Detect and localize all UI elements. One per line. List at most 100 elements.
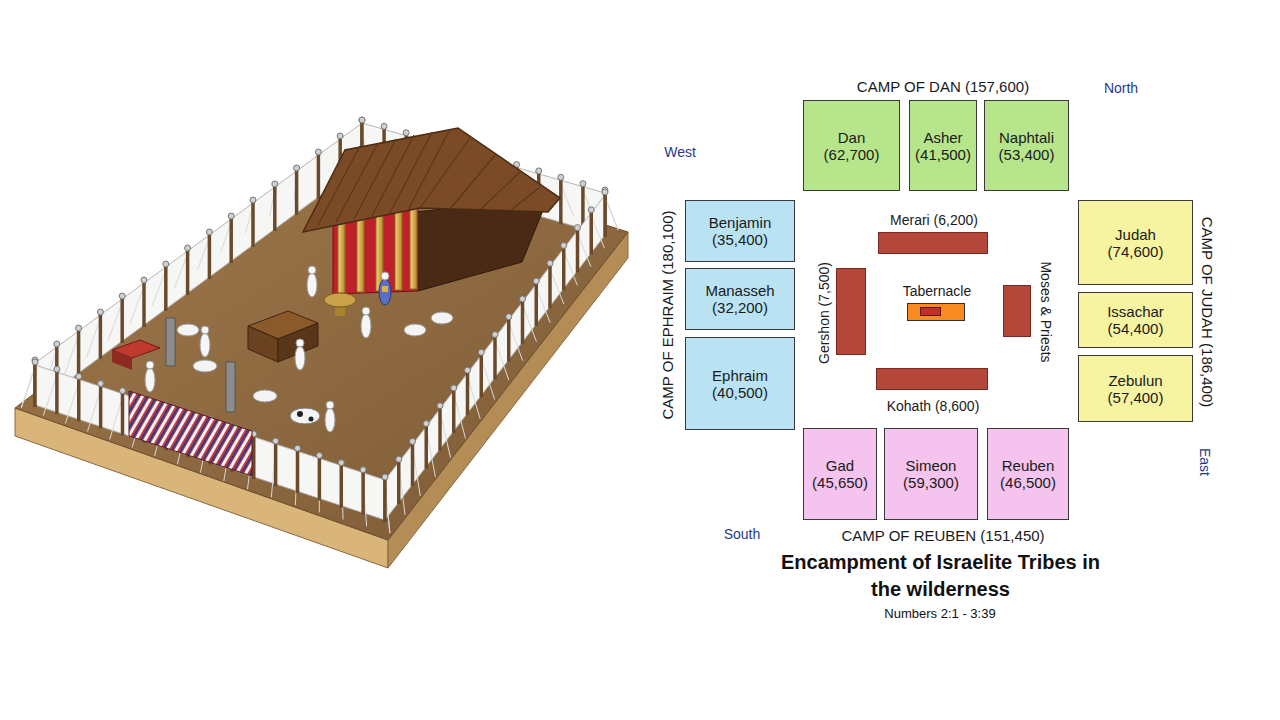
tribe-box: Gad(45,650) (803, 428, 877, 520)
post-cap (403, 130, 409, 136)
tribe-name: Reuben (1002, 457, 1055, 474)
camp-heading: CAMP OF REUBEN (151,450) (841, 527, 1044, 544)
fence-rope (536, 287, 550, 323)
post-cap (580, 181, 586, 187)
fence-curtain (35, 365, 385, 520)
tribe-name: Asher (923, 129, 962, 146)
label-holder: CAMP OF DAN (157,600) (857, 78, 1029, 96)
ox-spot (309, 417, 314, 422)
post-cap (492, 332, 498, 338)
fence-post (562, 246, 566, 290)
sheep (253, 390, 277, 402)
fence-post (296, 449, 300, 493)
post-cap (98, 381, 104, 387)
priest-head (326, 401, 334, 409)
tribe-box: Manasseh(32,200) (685, 268, 795, 330)
post-cap (520, 296, 526, 302)
post-cap (54, 366, 60, 372)
label-holder: CAMP OF EPHRAIM (180,100) (659, 211, 677, 420)
post-cap (396, 456, 402, 462)
priest-head (296, 339, 304, 347)
tribe-name: Benjamin (709, 214, 772, 231)
diagram-title: Encampment of Israelite Tribes in the wi… (778, 549, 1103, 603)
post-cap (410, 438, 416, 444)
scripture-reference: Numbers 2:1 - 3:39 (740, 606, 1140, 622)
roof-texture (318, 129, 540, 225)
fence-post (318, 456, 322, 500)
fence-post (466, 371, 470, 415)
label-holder: North (1104, 79, 1138, 97)
tribe-count: (45,650) (812, 474, 868, 491)
post-cap (558, 174, 564, 180)
post-cap (97, 309, 103, 315)
tribe-box: Issachar(54,400) (1078, 292, 1193, 348)
camp-label: Moses & Priests (1038, 261, 1054, 362)
fence-rope (65, 382, 78, 423)
altar-left-side (248, 326, 278, 362)
fence-post (121, 392, 125, 436)
fence-post (317, 153, 321, 199)
tribe-box: Benjamin(35,400) (685, 200, 795, 262)
sheep (431, 312, 453, 324)
fence-post (229, 217, 233, 263)
fence-post (142, 281, 146, 327)
tribe-count: (40,500) (712, 384, 768, 401)
post-cap (547, 260, 553, 266)
compass-label: East (1197, 448, 1213, 476)
fence-rope (110, 397, 123, 440)
post-cap (272, 181, 278, 187)
fence-post (535, 282, 539, 326)
high-priest-breastplate (382, 286, 388, 292)
fence-post (77, 377, 81, 421)
fence-rope (21, 368, 35, 408)
fence-post (576, 229, 580, 273)
tribe-box: Ephraim(40,500) (685, 337, 795, 430)
tribe-count: (53,400) (999, 146, 1055, 163)
fence-rope (21, 366, 35, 408)
fence-rope (88, 390, 101, 432)
tribe-box: Asher(41,500) (909, 100, 977, 191)
fence-post (99, 313, 103, 359)
post-cap (465, 367, 471, 373)
high-priest-body (379, 279, 391, 305)
priest-head (362, 307, 370, 315)
tribe-count: (74,600) (1108, 243, 1164, 260)
tribe-name: Zebulun (1108, 372, 1162, 389)
fence-curtain (385, 195, 605, 520)
label-holder: East (1196, 448, 1214, 476)
label-holder: Moses & Priests (1037, 261, 1055, 362)
post-cap (536, 168, 542, 174)
fence-post (603, 193, 607, 237)
grey-column (226, 362, 235, 412)
tribe-count: (35,400) (712, 231, 768, 248)
tribe-count: (46,500) (1000, 474, 1056, 491)
priest-body (361, 314, 371, 338)
fence-post (590, 211, 594, 255)
tribe-name: Ephraim (712, 367, 768, 384)
post-cap (119, 293, 125, 299)
tribe-count: (59,300) (903, 474, 959, 491)
fence-post (295, 169, 299, 215)
fence-post (548, 264, 552, 308)
fence-post (120, 297, 124, 343)
post-cap (120, 388, 126, 394)
post-cap (185, 245, 191, 251)
fence-rope (197, 238, 209, 270)
label-holder: Merari (6,200) (890, 211, 978, 229)
fence-post (411, 442, 415, 486)
fence-rope (509, 323, 523, 361)
camp-label: Tabernacle (903, 283, 972, 299)
label-holder: West (664, 143, 696, 161)
label-holder: South (724, 525, 761, 543)
post-cap (437, 403, 443, 409)
fence-rope (468, 376, 481, 419)
label-holder: CAMP OF REUBEN (151,450) (841, 527, 1044, 545)
fence-rope (605, 196, 618, 230)
post-cap (228, 213, 234, 219)
tribe-name: Judah (1115, 226, 1156, 243)
priest-body (200, 333, 210, 357)
fence-rope (495, 341, 509, 381)
label-holder: Gershon (7,500) (815, 262, 833, 364)
small-table-side (112, 350, 132, 370)
